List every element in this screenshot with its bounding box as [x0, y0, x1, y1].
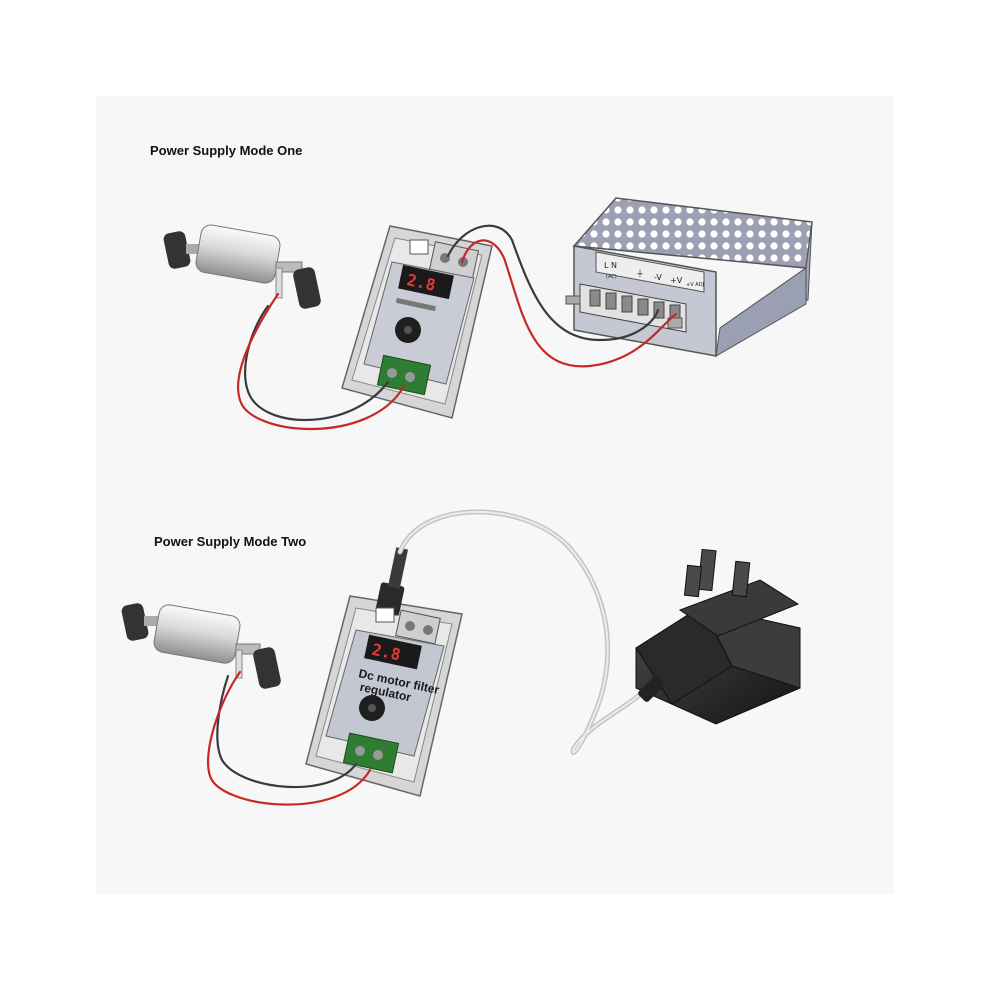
mode-one-psu: L N (AC) ⏚ -V +V +V ADJ: [565, 197, 813, 357]
svg-text:+V ADJ: +V ADJ: [686, 282, 704, 288]
mode-one-heading: Power Supply Mode One: [150, 143, 303, 158]
mode-two-power-adapter: [635, 548, 801, 725]
mode-two-heading: Power Supply Mode Two: [154, 534, 307, 549]
mode-one-motor: [163, 224, 321, 309]
svg-text:+V: +V: [670, 276, 683, 285]
mode-two-motor: [121, 603, 281, 689]
svg-text:-V: -V: [654, 273, 662, 282]
svg-text:(AC): (AC): [606, 274, 617, 280]
svg-text:L N: L N: [604, 261, 617, 270]
mode-one-wires: [237, 224, 678, 431]
mode-two-speed-controller: 2.8 Dc motor filter regulator: [305, 547, 463, 797]
mode-one-speed-controller: 2.8: [341, 225, 493, 419]
mode-two-wires: [206, 509, 649, 806]
svg-text:⏚: ⏚: [636, 269, 644, 278]
